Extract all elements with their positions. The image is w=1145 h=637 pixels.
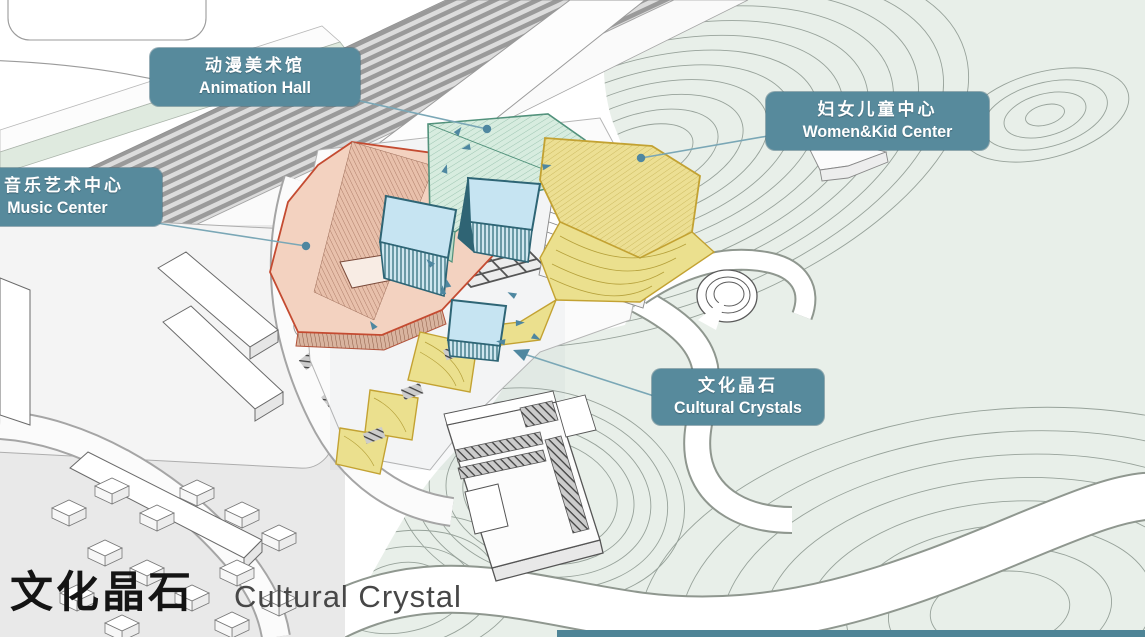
leader-cultural-crystals (523, 353, 655, 397)
callout-music-center-cn: 音乐艺术中心 (4, 175, 124, 195)
callout-animation-hall-en: Animation Hall (199, 78, 311, 97)
callout-music-center: 音乐艺术中心 Music Center (0, 168, 162, 226)
callout-women-kid-en: Women&Kid Center (802, 122, 953, 141)
leader-music-center (149, 221, 307, 247)
page-title-cn: 文化晶石 (10, 569, 194, 617)
callout-cultural-crystals-cn: 文化晶石 (698, 375, 778, 395)
leader-women-kid (640, 135, 769, 159)
page-title-en: Cultural Crystal (234, 579, 462, 614)
cultural-crystals (378, 176, 542, 362)
leader-arrowhead (513, 349, 530, 361)
callout-cultural-crystals: 文化晶石 Cultural Crystals (652, 369, 824, 425)
callout-cultural-crystals-en: Cultural Crystals (674, 398, 802, 417)
callout-women-kid-center: 妇女儿童中心 Women&Kid Center (766, 92, 989, 150)
page-title: 文化晶石 Cultural Crystal (10, 558, 462, 620)
existing-building (443, 390, 604, 582)
amphitheater (696, 269, 758, 330)
callout-animation-hall: 动漫美术馆 Animation Hall (150, 48, 360, 106)
callout-animation-hall-cn: 动漫美术馆 (205, 55, 305, 75)
callout-women-kid-cn: 妇女儿童中心 (817, 99, 938, 119)
bottom-teal-strip (557, 630, 1145, 637)
callout-music-center-en: Music Center (7, 198, 108, 217)
leader-dots (301, 124, 646, 361)
